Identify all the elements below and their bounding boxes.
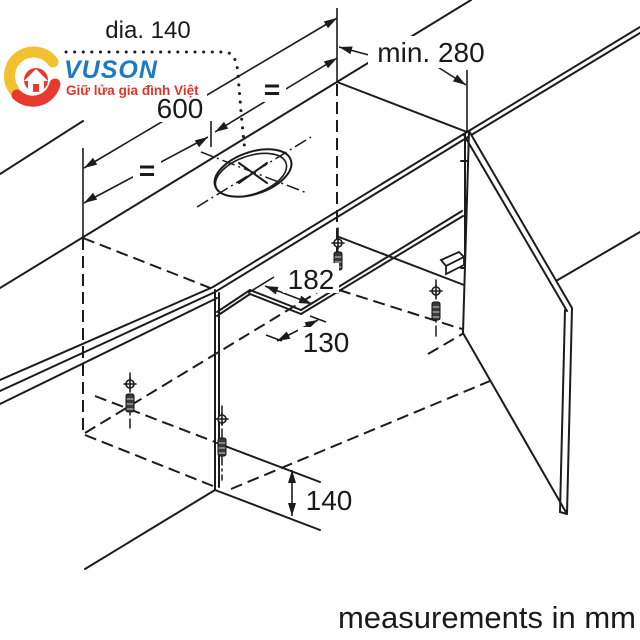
front-rail-bottom-right: [555, 231, 640, 282]
mounting-block-front: [445, 255, 465, 276]
cabinet-width-label: 600: [157, 93, 204, 124]
hole-inner-rim: [214, 152, 288, 198]
door-outline: [462, 130, 573, 515]
footer-note: measurements in mm: [338, 600, 636, 635]
upper-left-context-line: [0, 120, 84, 175]
back-bottom-hidden: [84, 280, 337, 434]
side-shelf-seam-hidden: [94, 395, 216, 443]
side-bottom-edge: [214, 489, 321, 531]
bottom-front-hidden: [230, 380, 491, 490]
mounting-screws: [123, 227, 443, 481]
side-shelf-edge: [216, 442, 321, 483]
front-top-edge: [0, 26, 640, 381]
bottom-front-hidden-right: [427, 332, 465, 355]
mounting-screw: [215, 405, 229, 481]
bottom-left-corner-stub: [84, 489, 216, 570]
shelf-front-right: [300, 210, 463, 311]
hole-diameter-label: dia. 140: [105, 17, 190, 44]
cutout-width-label: 130: [303, 327, 350, 358]
mounting-screw: [123, 372, 137, 429]
cutout-step-edge-thickness: [249, 293, 302, 315]
shelf-front-right-thickness: [300, 215, 464, 315]
door-top-thickness: [463, 134, 568, 312]
vuson-logo-icon: [4, 46, 61, 107]
right-bottom-depth-hidden: [338, 289, 463, 330]
door-panel: [462, 130, 573, 515]
door-right-thickness: [559, 309, 566, 513]
tick-130-right: [309, 315, 327, 323]
vuson-brand-text: VUSON: [64, 56, 158, 84]
cutout-depth-label: 182: [288, 264, 335, 295]
diameter-leader-dotted: [64, 50, 247, 153]
equal-left-label: =: [139, 155, 155, 186]
hole-center-cross: [238, 162, 268, 184]
left-bottom-depth-hidden: [84, 434, 214, 487]
shelf-front-stub: [216, 289, 251, 313]
front-edge-thickness: [0, 32, 640, 392]
false-bottom-shelf: [216, 210, 465, 317]
vuson-tagline-text: Giữ lửa gia đình Việt: [66, 83, 199, 98]
dim-line-600: [83, 17, 338, 169]
label-backgrounds: [95, 16, 494, 514]
cutout-step-edge: [249, 289, 302, 311]
equal-right-label: =: [264, 74, 280, 105]
min-clearance-label: min. 280: [377, 37, 484, 68]
shelf-right-seam: [338, 236, 465, 286]
left-top-depth-hidden: [82, 237, 214, 290]
dimension-labels: dia. 140 min. 280 600 = = 182 130 140 me…: [105, 17, 636, 635]
shelf-front-stub-thickness: [216, 293, 251, 317]
tick-182: [247, 276, 275, 294]
duct-hole: [64, 50, 312, 208]
front-rail-bottom-left: [0, 297, 218, 405]
vuson-logo: VUSON Giữ lửa gia đình Việt: [4, 46, 199, 107]
top-right-depth-edge: [336, 81, 468, 133]
door-bottom-corner: [559, 511, 568, 515]
bottom-panel-height-label: 140: [306, 485, 353, 516]
mounting-screw: [429, 279, 443, 337]
